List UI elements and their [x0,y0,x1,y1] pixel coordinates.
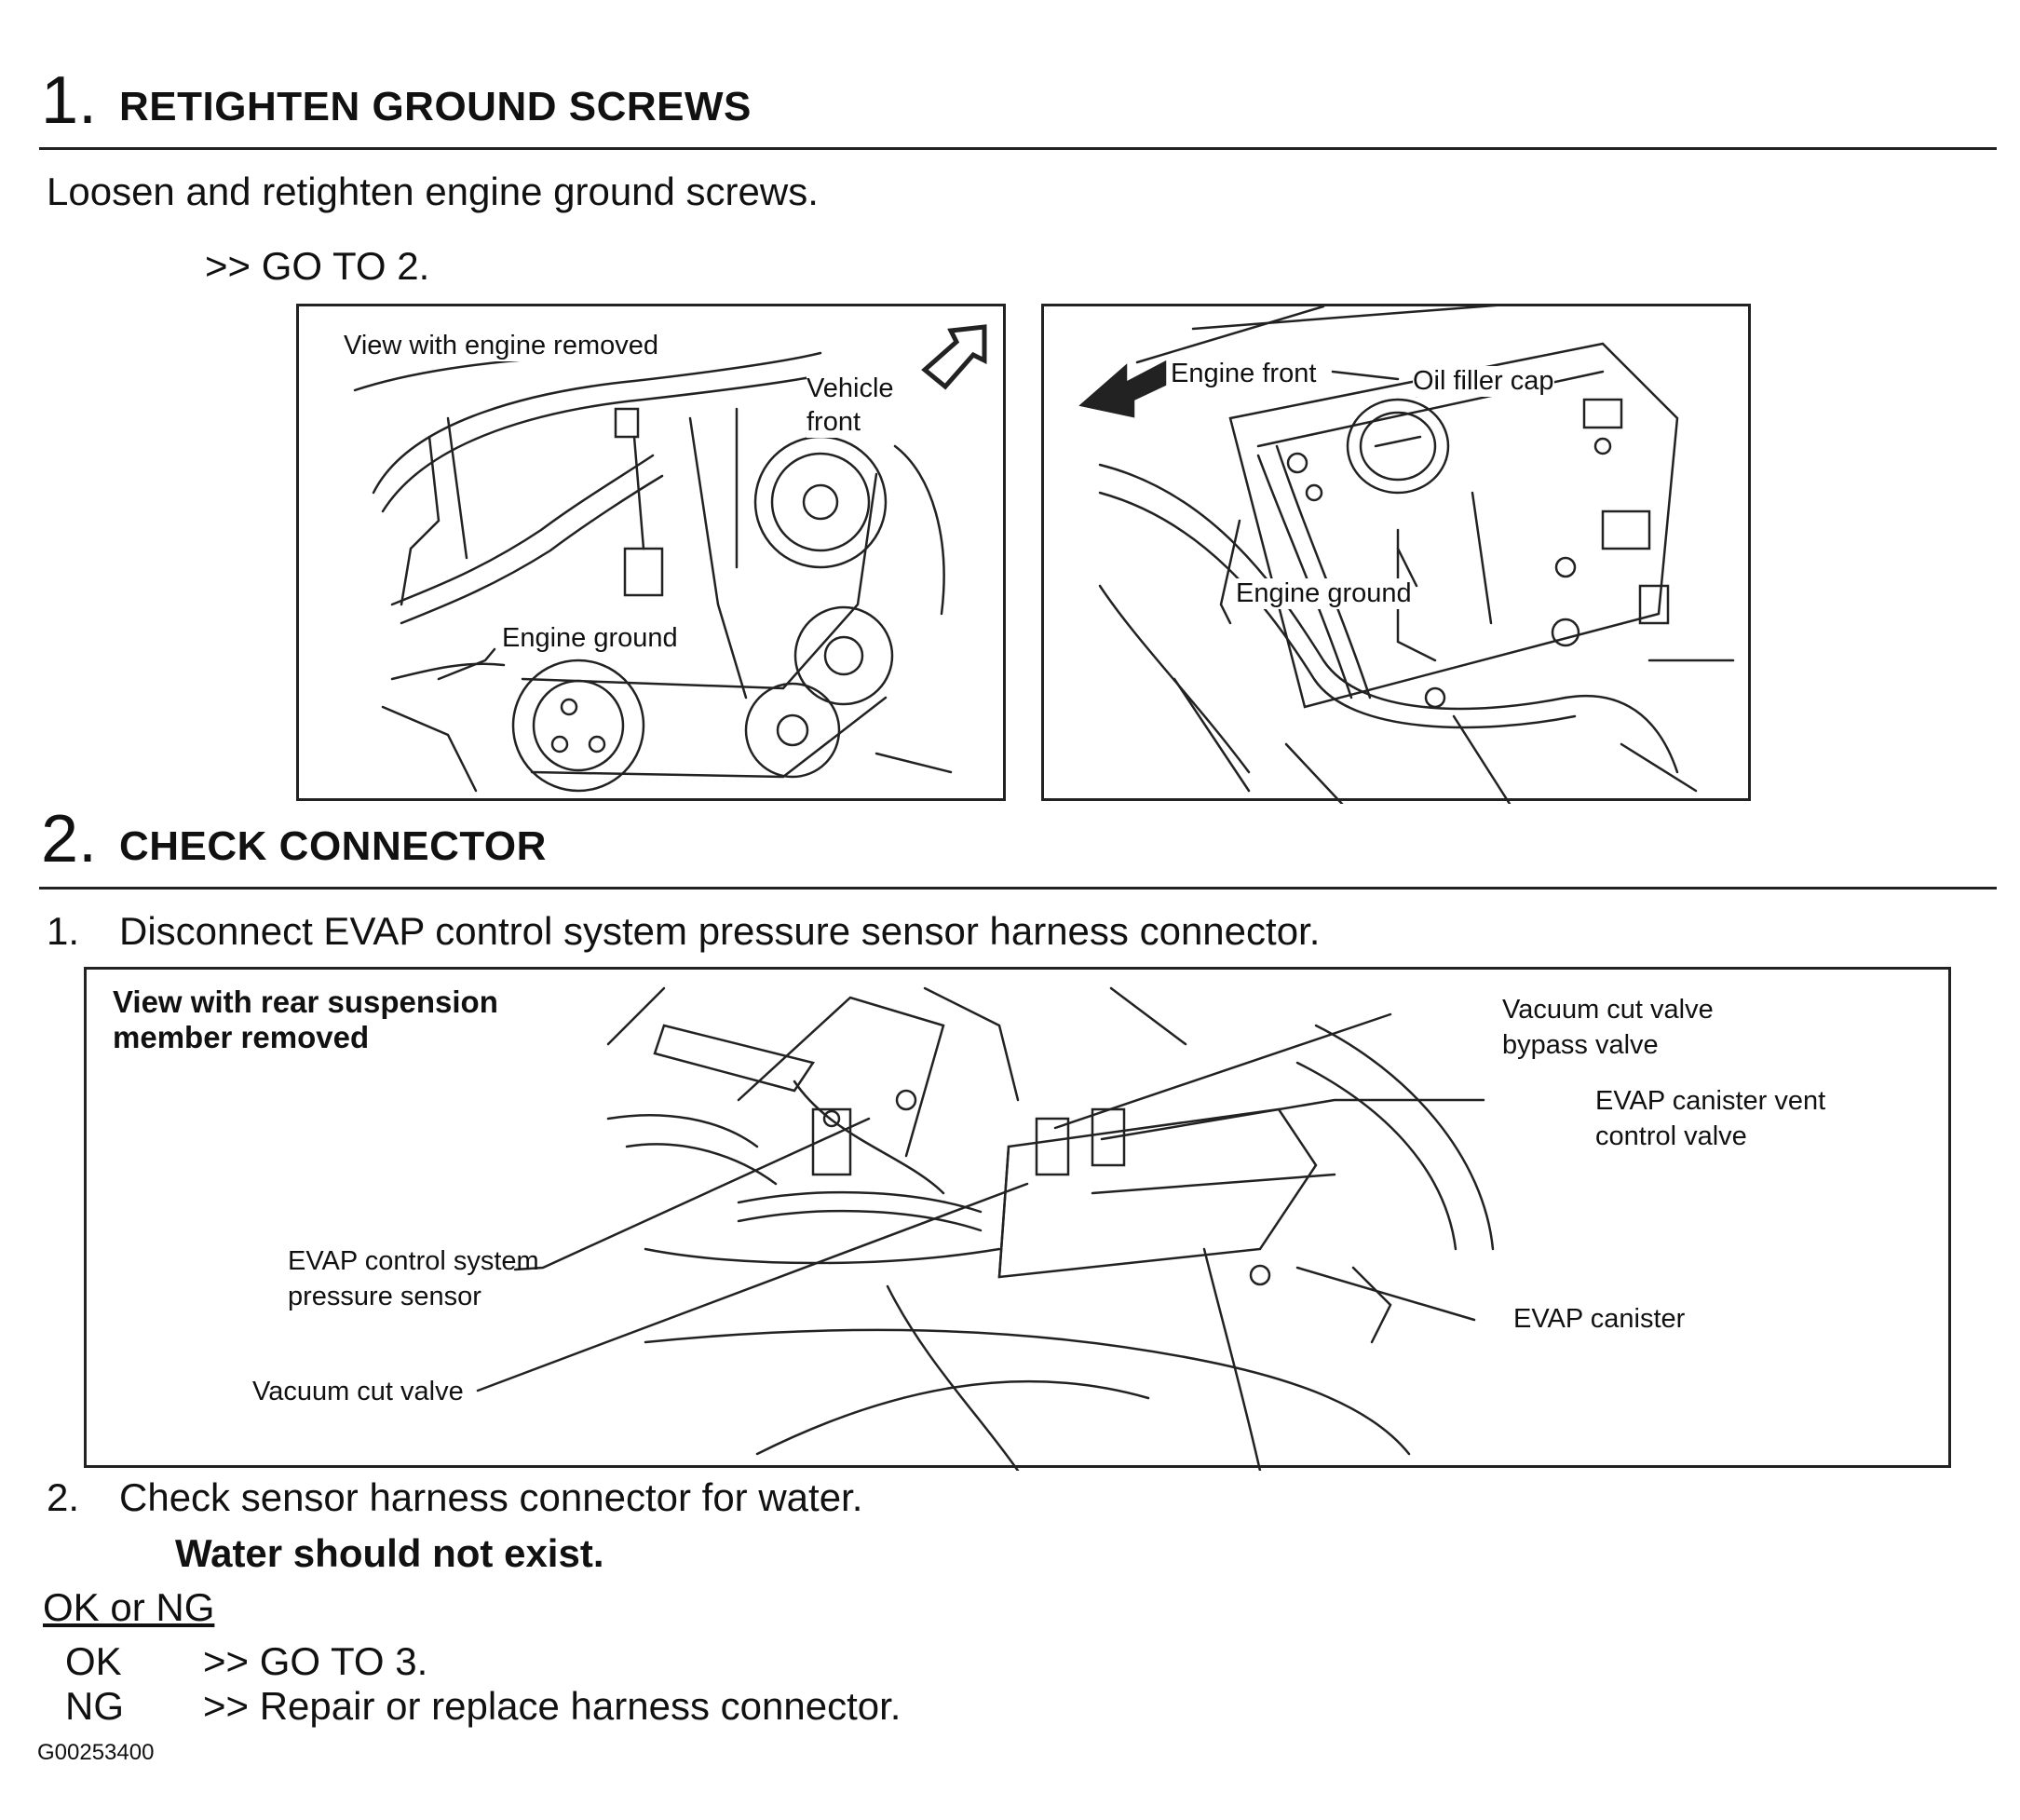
step-1-rule [39,147,1997,150]
label-pressure-sensor-2: pressure sensor [288,1282,481,1311]
label-vehicle: Vehicle [807,374,894,404]
step-2-item-2-number: 2. [47,1475,80,1519]
result-action-ok: >> GO TO 3. [203,1639,428,1683]
evap-system-figure: View with rear suspension member removed… [84,967,1951,1471]
step-2-item-1-number: 1. [47,909,80,953]
label-pressure-sensor-1: EVAP control system [288,1246,539,1276]
label-vacuum-cut-bypass-1: Vacuum cut valve [1502,995,1714,1025]
label-vacuum-cut-valve: Vacuum cut valve [252,1377,464,1406]
label-evap-canister: EVAP canister [1513,1304,1686,1334]
label-front: front [807,407,861,438]
label-oil-filler-cap: Oil filler cap [1413,366,1554,397]
label-view-rear-suspension-1: View with rear suspension [113,985,498,1019]
label-view-engine-removed: View with engine removed [344,331,658,361]
result-heading: OK or NG [43,1585,215,1629]
engine-left-illustration [353,324,987,793]
step-2-note: Water should not exist. [175,1531,604,1575]
step-1-title: RETIGHTEN GROUND SCREWS [119,84,752,129]
result-key-ok: OK [65,1639,122,1683]
step-1-instruction: Loosen and retighten engine ground screw… [47,170,819,213]
engine-ground-figure-right: Engine front Oil filler cap Engine groun… [1041,304,1751,804]
engine-ground-figure-left: View with engine removed Vehicle front E… [296,304,1006,801]
engine-right-illustration [1078,306,1735,804]
step-2-item-2-text: Check sensor harness connector for water… [119,1475,863,1519]
label-engine-ground-right: Engine ground [1236,578,1412,609]
step-2-rule [39,887,1997,890]
evap-illustration [476,986,1495,1471]
label-view-rear-suspension-2: member removed [113,1020,370,1054]
label-engine-front: Engine front [1171,359,1317,389]
step-1-goto: >> GO TO 2. [205,244,430,288]
step-2-item-1-text: Disconnect EVAP control system pressure … [119,909,1321,953]
step-1-number: 1. [41,63,98,138]
step-2-title: CHECK CONNECTOR [119,823,547,869]
step-2-number: 2. [41,802,98,876]
label-canister-vent-2: control valve [1595,1121,1747,1151]
label-engine-ground-left: Engine ground [502,623,678,654]
result-key-ng: NG [65,1684,124,1728]
result-action-ng: >> Repair or replace harness connector. [203,1684,902,1728]
footer-code: G00253400 [37,1740,155,1765]
label-canister-vent-1: EVAP canister vent [1595,1086,1826,1116]
label-vacuum-cut-bypass-2: bypass valve [1502,1030,1659,1060]
